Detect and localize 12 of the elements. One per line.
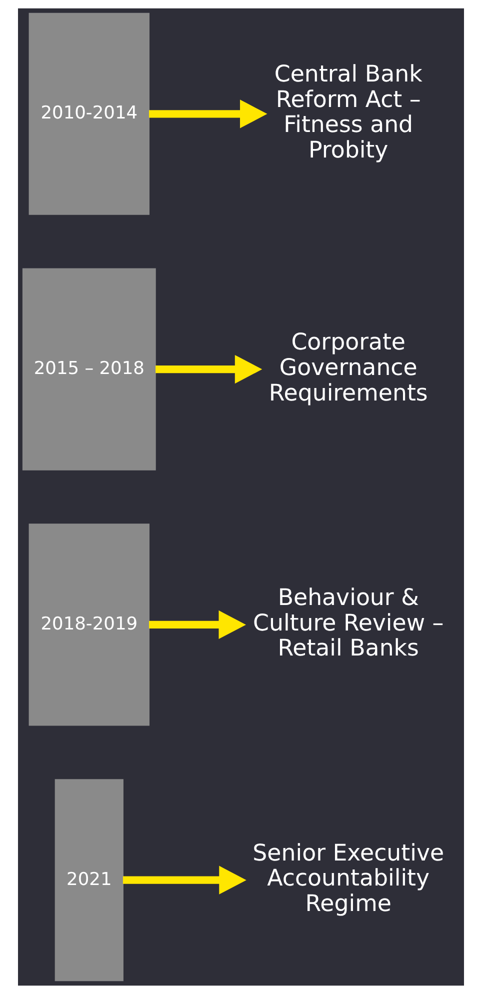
node-box: 2010-2014	[28, 12, 150, 215]
arrow	[149, 610, 246, 640]
node-box: 2021	[54, 779, 124, 982]
node-text: Corporate Governance Requirements	[268, 329, 428, 406]
node-text: Senior Executive Accountability Regime	[252, 840, 444, 918]
node-box: 2015 – 2018	[22, 268, 156, 470]
node-box: 2018-2019	[28, 524, 150, 726]
node-text: Central Bank Reform Act – Fitness and Probity	[274, 61, 422, 164]
arrow	[122, 866, 246, 894]
arrow	[149, 100, 268, 128]
arrow	[156, 354, 262, 384]
node-text: Behaviour & Culture Review – Retail Banks	[253, 584, 444, 662]
